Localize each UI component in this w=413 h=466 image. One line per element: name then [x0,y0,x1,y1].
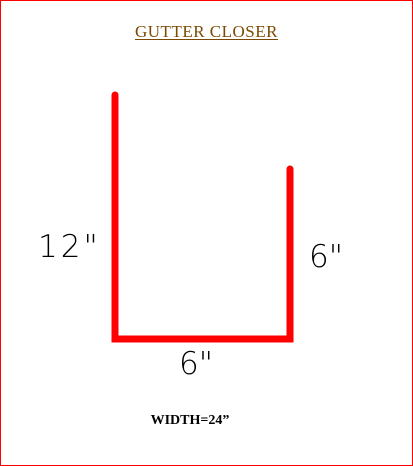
left-leg-dimension: 12" [38,229,101,265]
drawing-title: GUTTER CLOSER [135,22,278,41]
profile-line [111,91,294,343]
right-leg-dimension: 6" [309,239,343,275]
width-label: WIDTH=24” [150,413,230,428]
bottom-dimension: 6" [179,346,213,382]
